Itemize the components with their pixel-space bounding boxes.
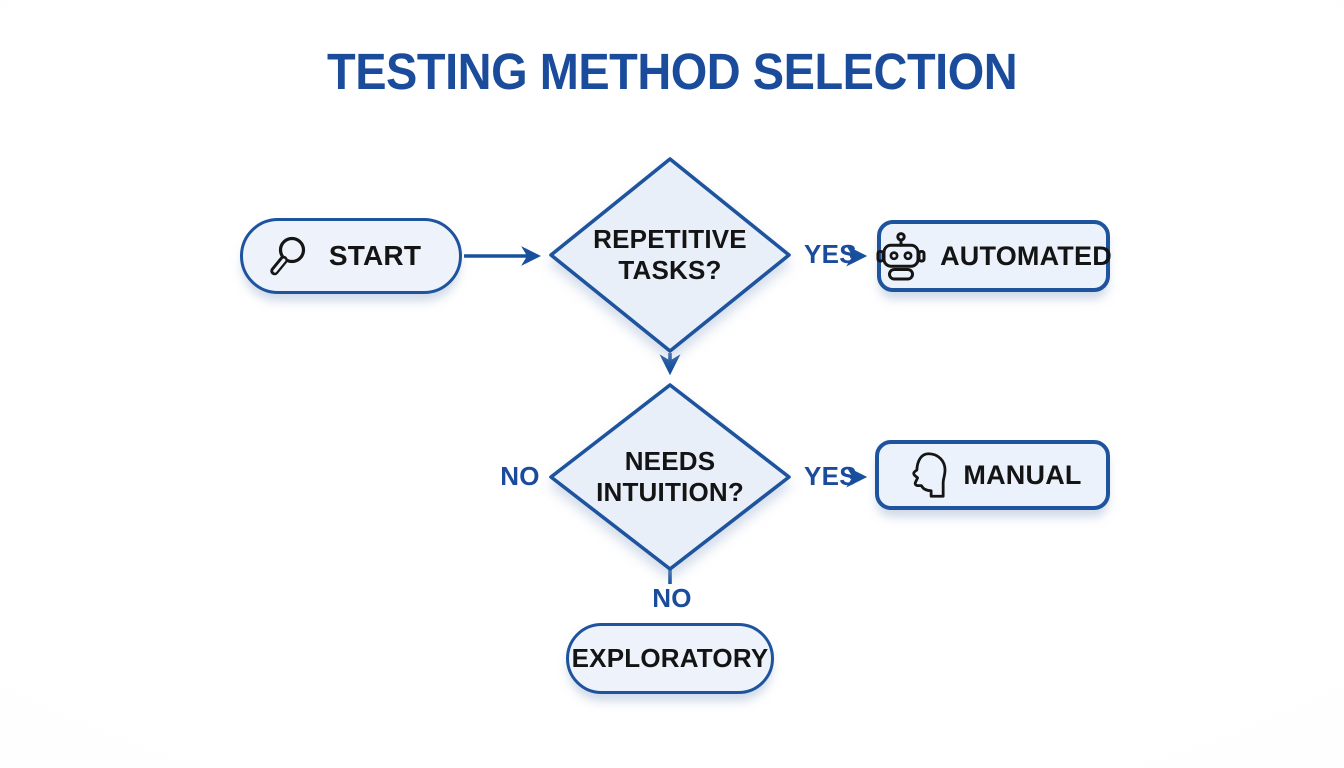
manual-label: MANUAL	[963, 459, 1082, 490]
magnifier-icon	[265, 233, 311, 279]
manual-node: MANUAL	[875, 440, 1110, 510]
decision2-shape	[549, 383, 791, 571]
edge-label-no-left: NO	[500, 461, 540, 491]
robot-icon	[875, 230, 927, 282]
decision2-label: NEEDS INTUITION?	[548, 382, 792, 572]
decision2-label-line2: INTUITION?	[596, 477, 744, 507]
decision1-label-line2: TASKS?	[618, 255, 722, 285]
page-title-text: TESTING METHOD SELECTION	[326, 43, 1018, 100]
edge-label-yes-manual: YES	[804, 461, 857, 491]
start-node: START	[240, 218, 462, 294]
exploratory-label: EXPLORATORY	[571, 643, 769, 673]
decision-needs-intuition: NEEDS INTUITION?	[548, 382, 792, 572]
decision1-label: REPETITIVE TASKS?	[548, 156, 792, 354]
edge-label-no-bottom: NO	[652, 583, 692, 613]
automated-label: AUTOMATED	[940, 240, 1112, 271]
decision-repetitive-tasks: REPETITIVE TASKS?	[548, 156, 792, 354]
exploratory-node: EXPLORATORY	[566, 623, 774, 694]
page-title: TESTING METHOD SELECTION	[0, 42, 1344, 101]
decision2-label-line1: NEEDS	[624, 446, 716, 477]
edge-label-yes-automated: YES	[804, 239, 857, 269]
start-label: START	[328, 240, 422, 271]
head-profile-icon	[903, 450, 950, 500]
decision1-label-line1: REPETITIVE	[593, 224, 747, 255]
decision1-shape	[549, 157, 791, 353]
automated-node: AUTOMATED	[875, 220, 1112, 292]
